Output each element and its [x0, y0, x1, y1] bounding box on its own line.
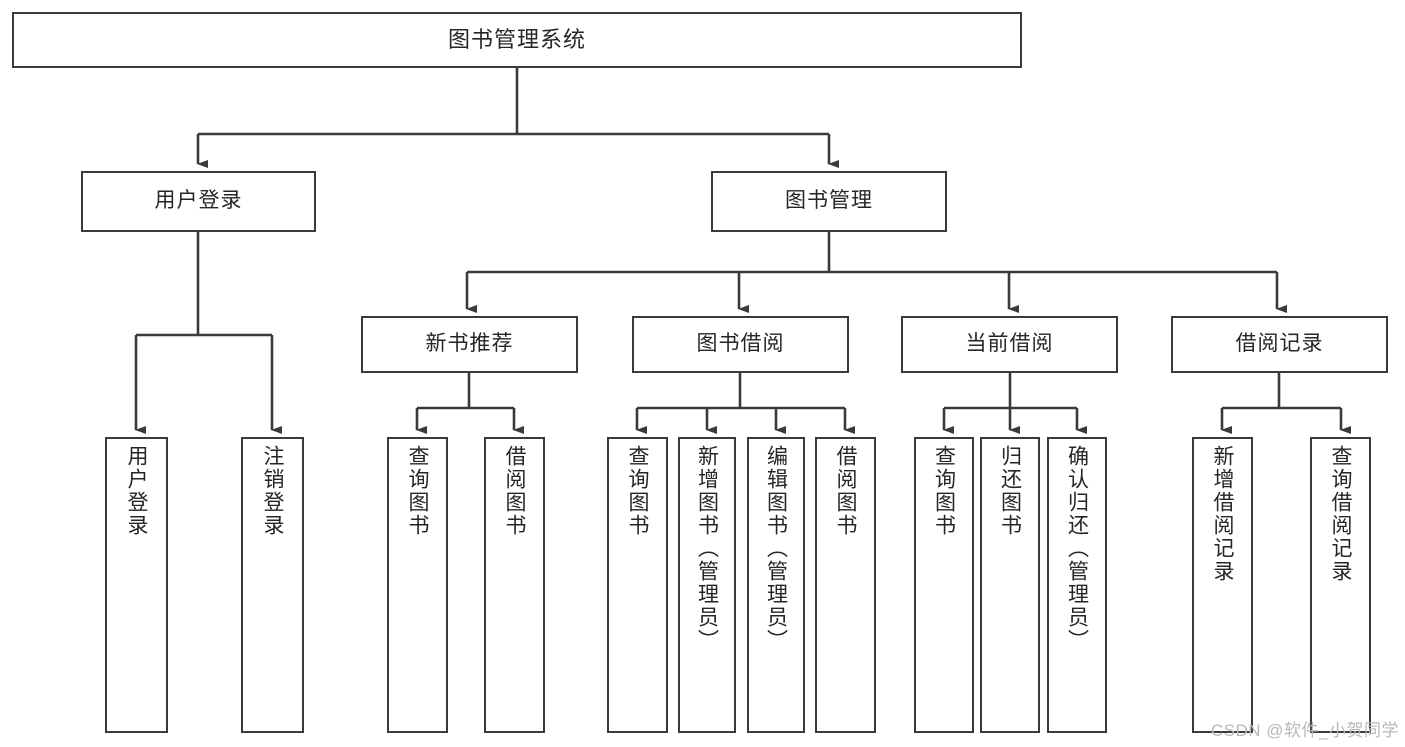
node-leaf-query-book-1-label: 查询图书	[406, 445, 429, 537]
node-new-book-recommend[interactable]: 新书推荐	[361, 316, 578, 373]
node-borrow-record[interactable]: 借阅记录	[1171, 316, 1388, 373]
node-leaf-query-book-3[interactable]: 查询图书	[914, 437, 974, 733]
node-leaf-add-book-label: 新增图书（管理员）	[695, 445, 719, 652]
node-leaf-borrow-book-1[interactable]: 借阅图书	[484, 437, 545, 733]
node-new-book-recommend-label: 新书推荐	[425, 332, 514, 356]
node-leaf-return-book[interactable]: 归还图书	[980, 437, 1040, 733]
node-borrow-record-label: 借阅记录	[1235, 332, 1324, 356]
node-leaf-borrow-book-1-label: 借阅图书	[503, 445, 526, 537]
node-leaf-query-book-3-label: 查询图书	[932, 445, 956, 537]
node-leaf-query-record-label: 查询借阅记录	[1329, 445, 1352, 583]
node-leaf-add-book[interactable]: 新增图书（管理员）	[678, 437, 736, 733]
node-user-login[interactable]: 用户登录	[81, 171, 316, 232]
node-leaf-query-book-2[interactable]: 查询图书	[607, 437, 668, 733]
node-leaf-confirm-return[interactable]: 确认归还（管理员）	[1047, 437, 1107, 733]
node-leaf-return-book-label: 归还图书	[998, 445, 1022, 537]
node-leaf-confirm-return-label: 确认归还（管理员）	[1065, 445, 1089, 652]
node-leaf-user-logout[interactable]: 注销登录	[241, 437, 304, 733]
watermark-text: CSDN @软件_小贺同学	[1210, 721, 1399, 740]
node-current-borrow-label: 当前借阅	[965, 332, 1054, 356]
node-leaf-borrow-book-2[interactable]: 借阅图书	[815, 437, 876, 733]
node-book-manage-label: 图书管理	[785, 189, 873, 213]
node-leaf-edit-book[interactable]: 编辑图书（管理员）	[747, 437, 805, 733]
node-leaf-query-book-2-label: 查询图书	[626, 445, 649, 537]
node-leaf-query-record[interactable]: 查询借阅记录	[1310, 437, 1371, 733]
node-current-borrow[interactable]: 当前借阅	[901, 316, 1118, 373]
node-leaf-user-login[interactable]: 用户登录	[105, 437, 168, 733]
node-leaf-query-book-1[interactable]: 查询图书	[387, 437, 448, 733]
node-leaf-borrow-book-2-label: 借阅图书	[834, 445, 857, 537]
node-leaf-user-logout-label: 注销登录	[261, 445, 284, 537]
node-book-borrow[interactable]: 图书借阅	[632, 316, 849, 373]
node-leaf-user-login-label: 用户登录	[125, 445, 148, 537]
node-leaf-add-record-label: 新增借阅记录	[1211, 445, 1234, 583]
node-book-borrow-label: 图书借阅	[696, 332, 785, 356]
node-root-label: 图书管理系统	[447, 27, 586, 53]
node-user-login-label: 用户登录	[154, 189, 243, 213]
node-leaf-edit-book-label: 编辑图书（管理员）	[764, 445, 788, 652]
node-leaf-add-record[interactable]: 新增借阅记录	[1192, 437, 1253, 733]
node-book-manage[interactable]: 图书管理	[711, 171, 947, 232]
node-root[interactable]: 图书管理系统	[12, 12, 1022, 68]
